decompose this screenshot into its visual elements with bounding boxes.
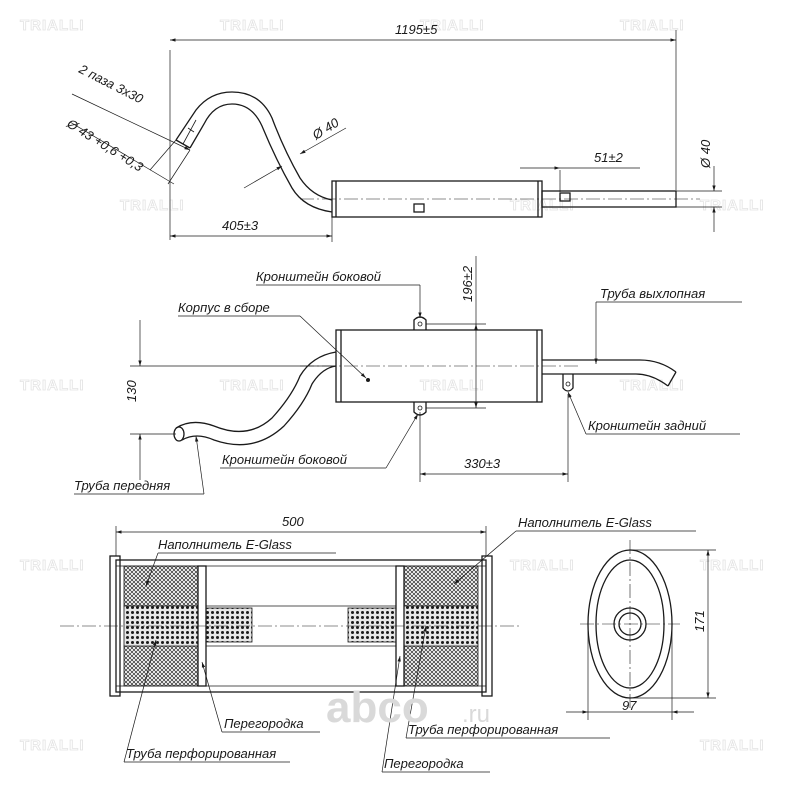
watermark: TRIALLI [20,377,85,394]
watermark: TRIALLI [220,377,285,394]
dim-tail-length: 330±3 [464,456,501,471]
dim-height-offset: 130 [124,380,139,402]
label-filler-right: Наполнитель E-Glass [518,515,652,530]
exhaust-pipe-end [667,371,677,387]
label-filler-left: Наполнитель E-Glass [158,537,292,552]
dim-end-width: 97 [622,698,637,713]
leader-line [145,552,159,587]
dim-pipe-diameter: Ø 40 [309,114,342,143]
label-rear-bracket: Кронштейн задний [588,418,706,433]
rear-bracket-top-view [559,192,571,202]
bracket-hole [417,405,423,411]
leader-line [71,93,191,151]
watermark: TRIALLI [120,197,185,214]
site-logo: abco .ru [326,683,490,732]
leader-line [453,530,517,585]
watermark: TRIALLI [220,17,285,34]
watermark: TRIALLI [20,737,85,754]
bracket-hole [565,381,571,387]
dim-bracket-span: 196±2 [460,265,475,302]
dim-total-length: 1195±5 [395,22,438,37]
rear-bracket [562,374,574,392]
front-pipe-inner [181,365,337,446]
side-bracket-top [413,316,427,330]
label-front-pipe: Труба передняя [74,478,170,493]
exhaust-pipe-bottom [542,373,669,387]
end-view: 171 97 [566,540,716,720]
leader-line [405,625,427,739]
leader-line [299,315,367,379]
watermark: TRIALLI [420,377,485,394]
leader-line [243,165,283,189]
section-view: 500 Наполнитель E-Glass Наполнитель E-Gl… [60,514,696,773]
label-exhaust-pipe: Труба выхлопная [600,286,705,301]
inlet-pipe-inner [189,103,333,213]
dim-inlet-diameter: Ø 43 +0,6 +0,3 [64,115,147,175]
watermark: TRIALLI [420,17,485,34]
watermark: TRIALLI [620,17,685,34]
label-perf-pipe-left: Труба перфорированная [126,746,276,761]
side-view: 130 196±2 330±3 Кронштейн боковой Корпус… [74,256,742,495]
label-perf-pipe-right: Труба перфорированная [408,722,558,737]
extension-line [167,149,191,185]
perforated-pipe-left-ext [205,607,253,643]
label-side-bracket-bottom: Кронштейн боковой [222,452,347,467]
side-bracket-top-view [413,203,425,213]
site-logo-text: abco [326,683,429,732]
label-baffle-right: Перегородка [384,756,464,771]
dim-slots: 2 паза 3х30 [76,61,147,107]
dim-outlet-diameter: Ø 40 [698,139,713,169]
dim-section-length: 500 [282,514,304,529]
leader-line [201,661,223,733]
front-pipe-outer [175,351,337,432]
label-baffle-left: Перегородка [224,716,304,731]
watermark: TRIALLI [20,17,85,34]
dim-bracket-offset: 51±2 [594,150,624,165]
leader-line [123,639,157,763]
leader-line [381,655,401,773]
watermark: TRIALLI [20,557,85,574]
bracket-hole [417,321,423,327]
filler-left-bottom [123,645,199,687]
dim-inlet-length: 405±3 [222,218,259,233]
leader-line [69,121,175,185]
body-point [366,378,370,382]
inlet-slot [187,127,195,133]
watermark: TRIALLI [510,557,575,574]
watermark: TRIALLI [620,377,685,394]
label-body-assembly: Корпус в сборе [178,300,270,315]
watermark: TRIALLI [700,737,765,754]
leader-line [299,127,347,155]
label-side-bracket-top: Кронштейн боковой [256,269,381,284]
extension-line [149,139,177,171]
leader-line [195,435,205,495]
leader-line [567,391,587,435]
filler-left-top [123,565,199,607]
leader-line [385,413,419,469]
site-logo-suffix: .ru [462,701,490,728]
watermark: TRIALLI [700,557,765,574]
exhaust-pipe-top [542,359,677,373]
perforated-pipe-right-ext [347,607,397,643]
watermark: TRIALLI [700,197,765,214]
filler-right-bottom [403,645,479,687]
filler-right-top [403,565,479,607]
inlet-pipe-outer [175,91,333,201]
dim-end-height: 171 [692,610,707,632]
inlet-slot [182,119,197,145]
